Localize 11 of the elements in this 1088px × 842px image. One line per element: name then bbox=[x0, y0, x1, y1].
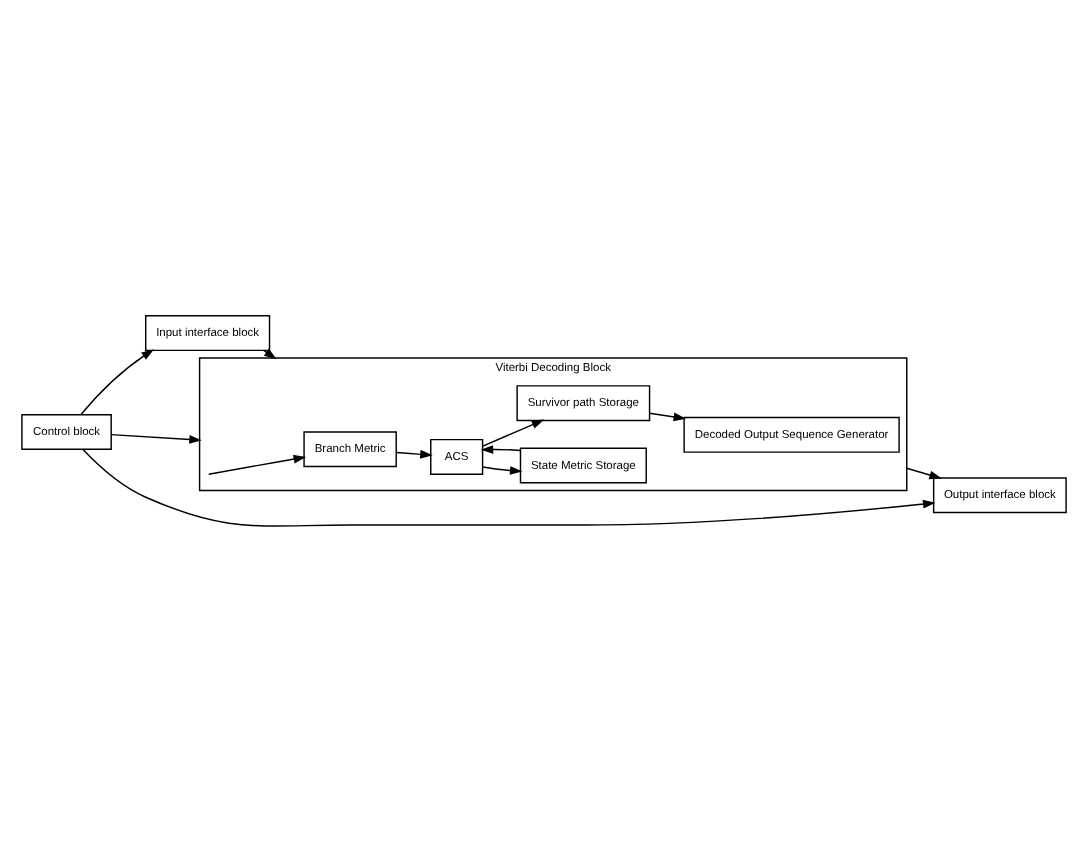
arrow bbox=[482, 419, 545, 447]
arrow bbox=[906, 467, 942, 480]
arrow bbox=[82, 448, 936, 527]
arrow bbox=[480, 445, 521, 454]
arrow bbox=[80, 349, 155, 416]
arrow bbox=[395, 449, 433, 459]
arrow bbox=[482, 466, 523, 475]
arrow bbox=[262, 348, 277, 360]
arrow bbox=[648, 412, 687, 422]
arrow bbox=[110, 433, 202, 444]
arrow bbox=[207, 454, 307, 475]
